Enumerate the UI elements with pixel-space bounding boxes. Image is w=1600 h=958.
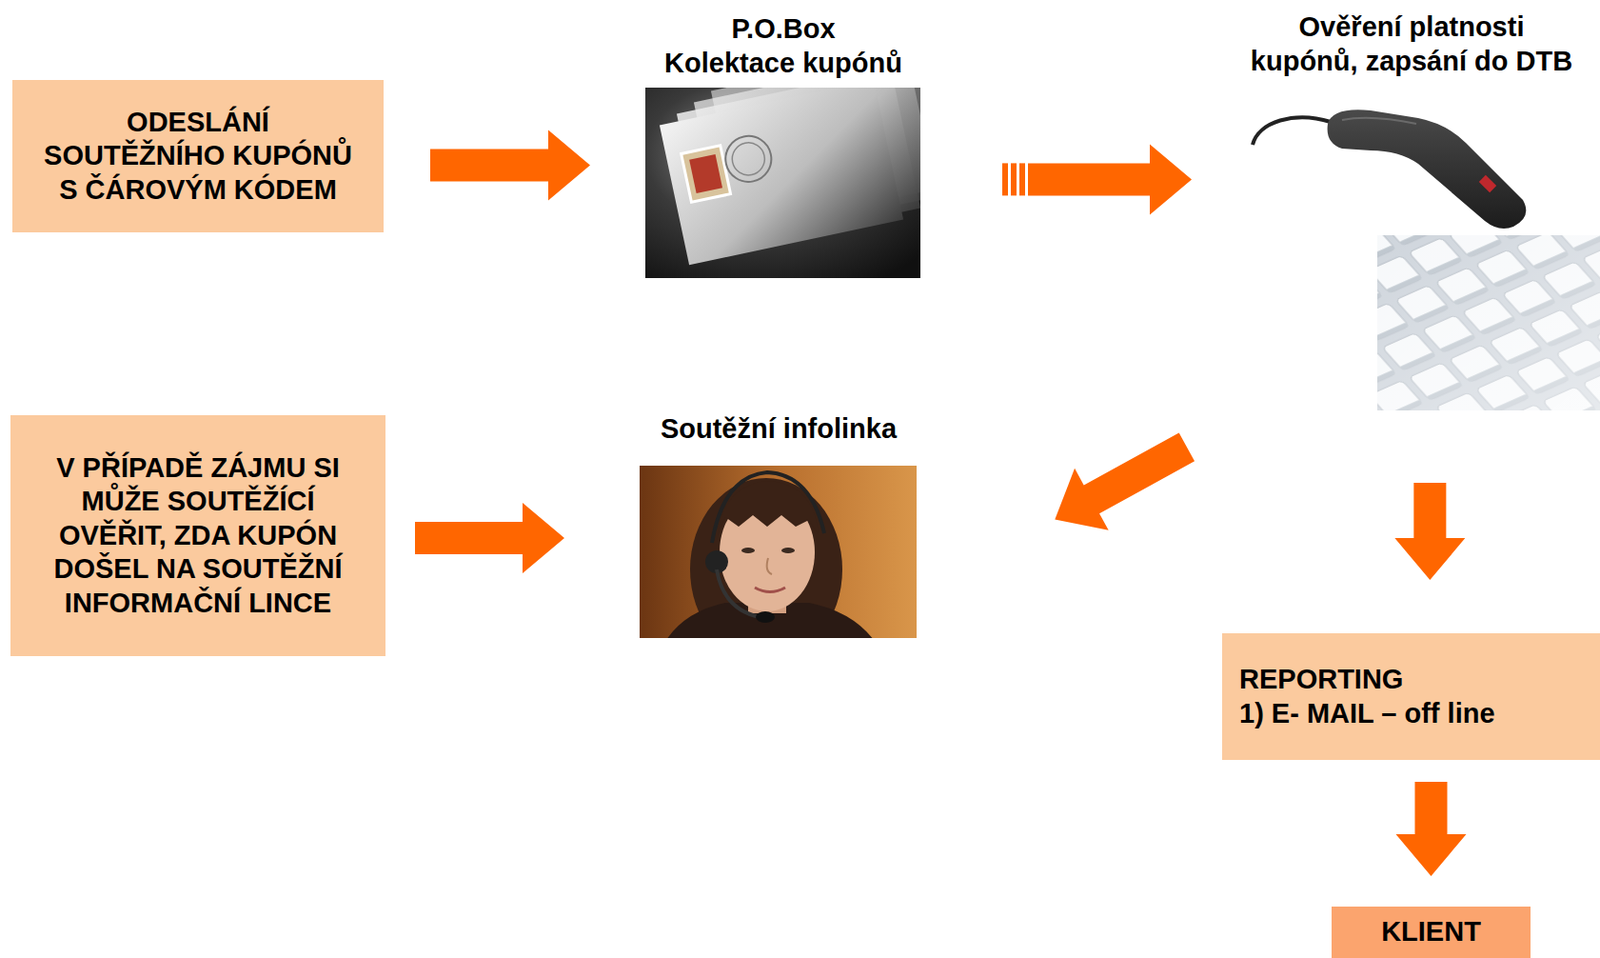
arrow-tail-bar xyxy=(1019,162,1026,196)
client-box: KLIENT xyxy=(1331,906,1531,958)
arrow-tail-bar xyxy=(1002,162,1008,196)
keyboard-shade xyxy=(1377,235,1600,411)
block-arrow xyxy=(1002,143,1192,215)
keyboard-photo xyxy=(1377,235,1600,411)
eye xyxy=(741,547,755,554)
envelope xyxy=(659,87,904,265)
scanner-body xyxy=(1327,109,1527,229)
node-text: V PŘÍPADĚ ZÁJMU SI MŮŽE SOUTĚŽÍCÍ OVĚŘIT… xyxy=(33,451,363,620)
photo-ground xyxy=(639,465,917,638)
scanner-highlight xyxy=(1342,118,1417,124)
headset-band xyxy=(711,472,825,543)
node-heading: Kolektace kupónů xyxy=(664,45,903,80)
arrow-shape xyxy=(1054,433,1195,531)
postmark xyxy=(721,131,776,186)
arrow-shape xyxy=(1394,482,1465,580)
node-heading: P.O.Box xyxy=(730,11,835,46)
scanner-cable xyxy=(1252,117,1331,145)
scanner-logo xyxy=(1479,175,1497,193)
arrow-shape xyxy=(1396,781,1467,876)
mouth xyxy=(754,587,786,593)
block-arrow xyxy=(1394,482,1465,580)
process-box: ODESLÁNÍ SOUTĚŽNÍHO KUPÓNŮ S ČÁROVÝM KÓD… xyxy=(12,79,384,233)
operator-photo xyxy=(639,465,917,638)
eye xyxy=(781,547,795,554)
node-heading: Ověření platnosti kupónů, zapsání do DTB xyxy=(1245,9,1578,80)
nose xyxy=(767,557,772,574)
image-node: Soutěžní infolinka xyxy=(635,411,922,638)
image-node: Ověření platnosti kupónů, zapsání do DTB xyxy=(1230,9,1593,411)
report-box: REPORTING1) E- MAIL – off line xyxy=(1222,632,1600,760)
node-text: KLIENT xyxy=(1381,914,1482,949)
node-text: REPORTING xyxy=(1239,662,1403,696)
arrow-shape xyxy=(1027,143,1192,215)
barcode-scanner xyxy=(1252,109,1526,229)
keyboard-keys xyxy=(1377,235,1600,411)
block-arrow xyxy=(414,502,565,573)
arrow-shape xyxy=(430,130,591,201)
process-box: V PŘÍPADĚ ZÁJMU SI MŮŽE SOUTĚŽÍCÍ OVĚŘIT… xyxy=(10,414,386,656)
stamp-paper xyxy=(681,145,731,203)
headset-boom xyxy=(716,569,760,617)
node-text: ODESLÁNÍ SOUTĚŽNÍHO KUPÓNŮ S ČÁROVÝM KÓD… xyxy=(40,105,356,207)
image-node: P.O.BoxKolektace kupónů xyxy=(635,11,931,278)
stamp xyxy=(680,131,778,202)
block-arrow xyxy=(430,130,591,201)
postmark xyxy=(729,139,768,178)
node-heading: Soutěžní infolinka xyxy=(660,411,897,446)
node-text: 1) E- MAIL – off line xyxy=(1239,696,1496,731)
stamp-picture xyxy=(689,154,723,194)
block-arrow xyxy=(1396,781,1467,876)
block-arrow xyxy=(1054,433,1195,531)
arrow-shape xyxy=(414,502,565,573)
headset-mic xyxy=(755,611,775,623)
envelopes-photo xyxy=(645,87,921,278)
arrow-tail-bar xyxy=(1010,162,1017,196)
